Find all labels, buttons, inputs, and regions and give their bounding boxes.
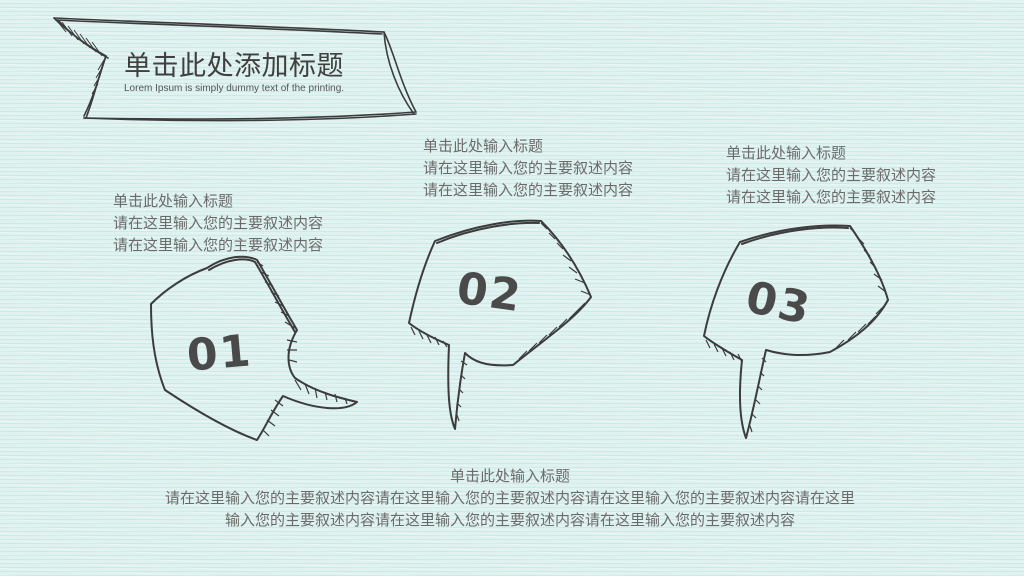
- page-title: 单击此处添加标题: [124, 51, 344, 82]
- summary-body: 请在这里输入您的主要叙述内容请在这里输入您的主要叙述内容请在这里输入您的主要叙述…: [164, 489, 855, 529]
- summary-block: 单击此处输入标题 请在这里输入您的主要叙述内容请在这里输入您的主要叙述内容请在这…: [160, 465, 860, 531]
- item-2-heading: 单击此处输入标题: [423, 137, 544, 155]
- item-2-body-1: 请在这里输入您的主要叙述内容: [423, 159, 634, 177]
- item-1-body-2: 请在这里输入您的主要叙述内容: [113, 236, 324, 254]
- bubble-01: 01: [145, 250, 365, 450]
- item-3-heading: 单击此处输入标题: [726, 144, 847, 162]
- bubble-03: 03: [700, 222, 895, 444]
- item-3-body-1: 请在这里输入您的主要叙述内容: [726, 166, 937, 184]
- speech-bubble-icon: [150, 255, 358, 441]
- item-2-body-2: 请在这里输入您的主要叙述内容: [423, 181, 634, 199]
- bubble-02-number: 02: [453, 262, 526, 323]
- page-subtitle: Lorem Ipsum is simply dummy text of the …: [124, 83, 345, 94]
- bubble-02: 02: [405, 215, 600, 435]
- item-1-body-1: 请在这里输入您的主要叙述内容: [113, 214, 324, 232]
- item-1-text: 单击此处输入标题 请在这里输入您的主要叙述内容 请在这里输入您的主要叙述内容: [113, 190, 328, 256]
- bubble-01-number: 01: [184, 325, 255, 382]
- ribbon-sketch-icon: [53, 17, 417, 122]
- item-3-text: 单击此处输入标题 请在这里输入您的主要叙述内容 请在这里输入您的主要叙述内容: [726, 142, 941, 208]
- item-2-text: 单击此处输入标题 请在这里输入您的主要叙述内容 请在这里输入您的主要叙述内容: [423, 135, 638, 201]
- title-banner: 单击此处添加标题 Lorem Ipsum is simply dummy tex…: [48, 12, 432, 128]
- item-1-heading: 单击此处输入标题: [113, 192, 234, 210]
- summary-heading: 单击此处输入标题: [449, 467, 570, 485]
- speech-bubble-icon: [703, 224, 889, 439]
- speech-bubble-icon: [408, 219, 592, 430]
- item-3-body-2: 请在这里输入您的主要叙述内容: [726, 188, 937, 206]
